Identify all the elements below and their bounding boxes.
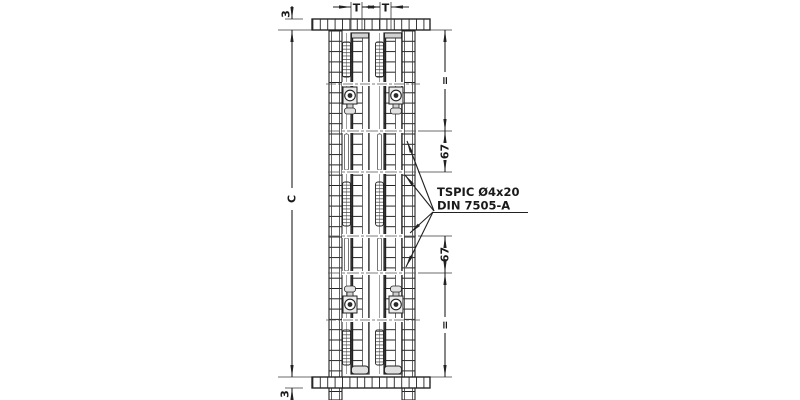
bottom-cap-right: [384, 365, 402, 375]
screw-annotation: TSPIC Ø4x20 DIN 7505-A: [404, 140, 528, 268]
dimension-label-c: C: [286, 195, 299, 203]
dimension-label-67-upper: 67: [439, 144, 452, 159]
screw-spec-line2: DIN 7505-A: [437, 199, 510, 213]
dimension-label-equal-bottom: =: [439, 320, 452, 329]
dimension-label-t-left: T: [353, 2, 361, 15]
bearing-bottom-right: [388, 285, 404, 314]
bearing-ball: [393, 302, 399, 307]
screw-spec-line1: TSPIC Ø4x20: [437, 185, 519, 199]
slide-strips: [344, 133, 382, 272]
dimension-left: 3 C 3: [279, 6, 303, 400]
bearing-ball: [347, 302, 353, 307]
bearing-bottom-left: [342, 285, 358, 314]
dimension-label-3-bottom: 3: [279, 390, 292, 398]
top-cap-right: [384, 32, 402, 39]
bearing-top-left: [342, 86, 358, 115]
dimension-label-t-right: T: [382, 2, 390, 15]
runner-assembly: [328, 29, 416, 400]
dimension-label-3-top: 3: [280, 10, 293, 18]
top-panel: [311, 18, 431, 31]
top-cap-left: [351, 32, 369, 39]
ribbed-pads: [342, 41, 384, 366]
dimension-t: T T: [333, 2, 409, 30]
dimension-label-67-lower: 67: [439, 247, 452, 262]
bearing-ball: [347, 93, 353, 98]
bearing-ball: [393, 93, 399, 98]
bottom-panel: [311, 376, 431, 389]
dimension-right: = 67 67 =: [439, 30, 452, 377]
outer-rail-left: [328, 29, 343, 400]
bottom-cap-left: [351, 365, 369, 375]
bearing-top-right: [388, 86, 404, 115]
dimension-label-equal-top: =: [439, 76, 452, 85]
